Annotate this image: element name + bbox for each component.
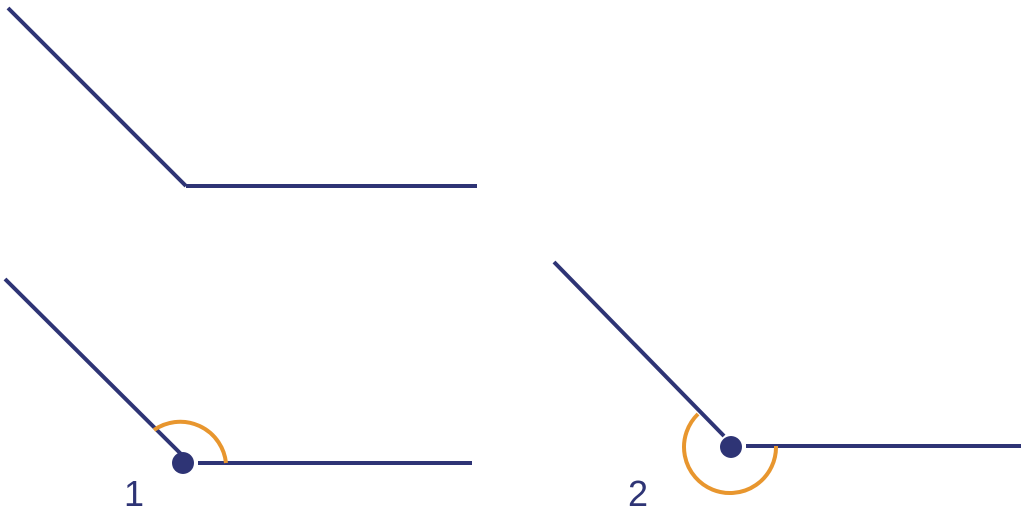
angle-2: 2 <box>552 260 1021 508</box>
angle-plain <box>6 6 477 188</box>
angle-plain-slanted-ray <box>6 6 188 188</box>
angle-2-vertex-point <box>720 436 742 458</box>
angle-1: 1 <box>3 277 472 508</box>
angle-1-interior-arc <box>152 419 228 464</box>
angle-2-label: 2 <box>628 473 648 508</box>
angle-1-vertex-point <box>172 452 194 474</box>
angle-2-reflex-arc <box>682 412 779 496</box>
angle-1-slanted-ray <box>3 277 184 457</box>
angle-1-label: 1 <box>124 473 144 508</box>
angle-2-slanted-ray <box>552 260 726 438</box>
